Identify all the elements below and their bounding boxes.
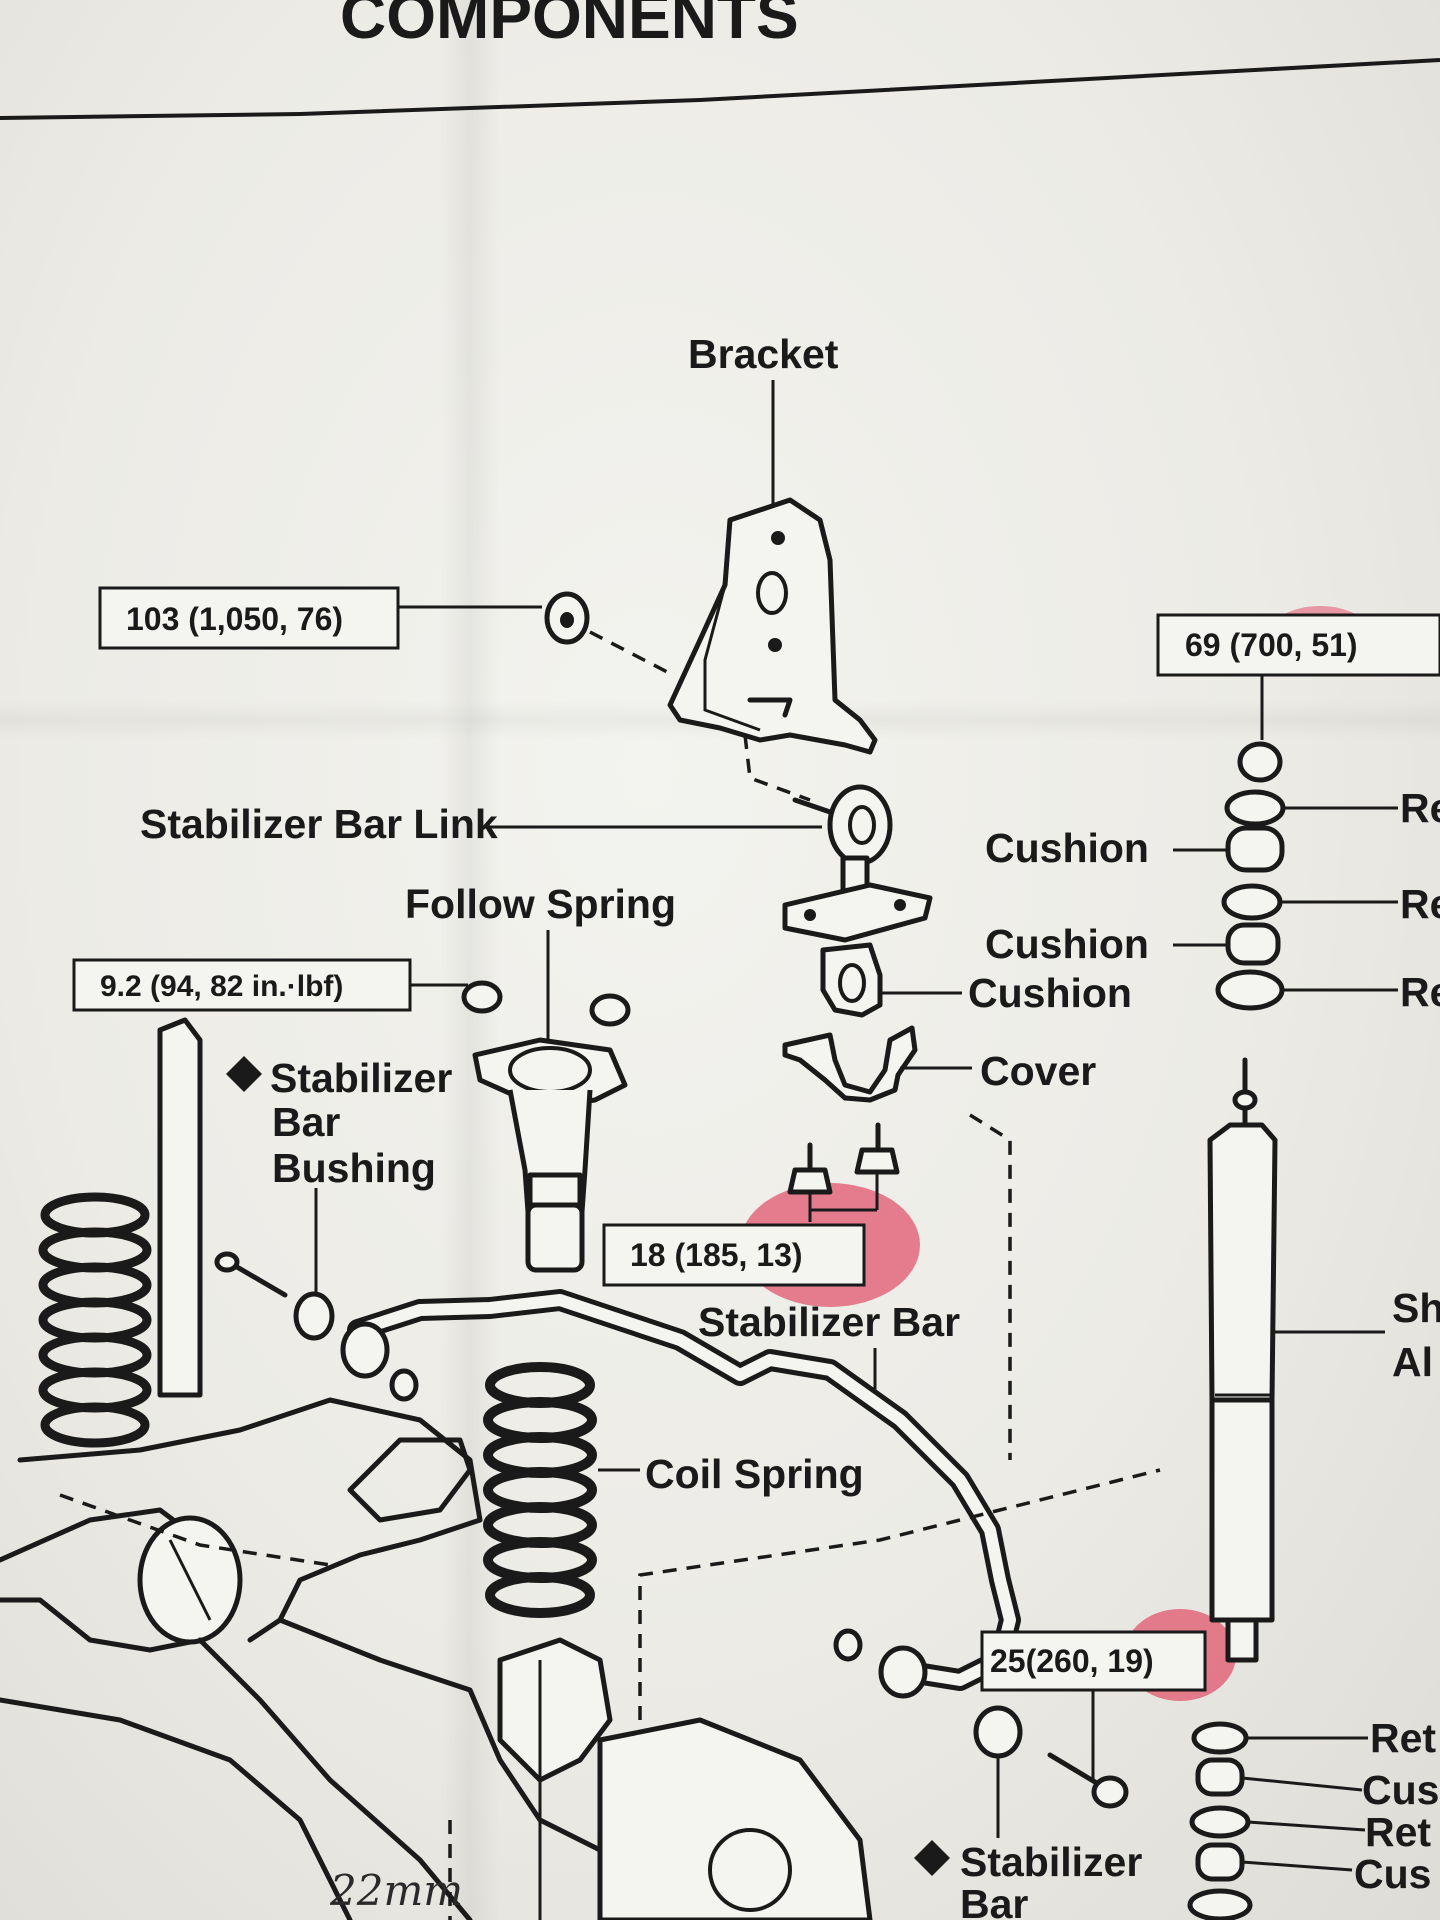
bracket-part (667, 497, 878, 755)
bushing-part (214, 1251, 419, 1402)
torque-box-9-2 (72, 958, 412, 1012)
shock-absorber-part (1207, 1057, 1278, 1663)
label-coil-spring: Coil Spring (645, 1451, 864, 1497)
follow-spring-part (472, 1037, 628, 1273)
dash-coil-to-shock (638, 1468, 1161, 1720)
label-ret-1: Ret (1370, 1715, 1436, 1761)
label-stabilizer-bar: Stabilizer Bar (698, 1299, 960, 1345)
label-shock-line2: Al (1392, 1339, 1433, 1385)
diamond-icon-bushing (226, 1056, 262, 1092)
label-re-3: Re (1400, 969, 1440, 1015)
follow-spring-nuts (461, 980, 631, 1027)
right-stack-parts (1215, 741, 1286, 1011)
torque-spec-25: 25(260, 19) (990, 1643, 1154, 1679)
dash-bracket-to-link (743, 734, 811, 802)
dash-axle-line (59, 1493, 331, 1567)
torque-box-18 (602, 1223, 866, 1287)
label-bottom-stabilizer-line2: Bar (960, 1881, 1028, 1920)
nut-103 (544, 591, 590, 645)
stabilizer-bar-part (340, 1289, 1021, 1699)
label-shock-line1: Sh (1392, 1285, 1440, 1331)
torque-spec-69: 69 (700, 51) (1185, 627, 1358, 663)
frame-axle-part (0, 1397, 873, 1920)
torque-box-103 (98, 586, 400, 650)
label-cushion-middle: Cushion (968, 970, 1132, 1016)
middle-cushion-part (820, 942, 883, 1018)
bottom-bushing-part (833, 1628, 1129, 1809)
stabilizer-bar-link-part (782, 784, 933, 943)
leader-cus-1 (1241, 1776, 1363, 1792)
left-shock-part (157, 1017, 203, 1398)
label-ret-2: Ret (1365, 1809, 1431, 1855)
cover-bolts (787, 1122, 900, 1222)
left-coil-spring-part (38, 1192, 152, 1448)
header-rule (0, 58, 1440, 120)
torque-box-69 (1156, 613, 1440, 677)
dash-cover-to-bar (969, 1113, 1012, 1460)
label-cushion-right-1: Cushion (985, 825, 1149, 871)
header-title: COMPONENTS (340, 0, 799, 52)
label-cushion-right-2: Cushion (985, 921, 1149, 967)
label-cover: Cover (980, 1048, 1096, 1094)
label-stabilizer-bar-link: Stabilizer Bar Link (140, 801, 498, 847)
torque-spec-103: 103 (1,050, 76) (126, 601, 343, 637)
label-re-2: Re (1400, 881, 1440, 927)
leader-ret-2 (1247, 1820, 1366, 1832)
diamond-icon-bottom (914, 1840, 950, 1876)
torque-spec-18: 18 (185, 13) (630, 1237, 803, 1273)
label-follow-spring: Follow Spring (405, 881, 676, 927)
label-bushing-line2: Bar (272, 1099, 340, 1145)
label-bracket: Bracket (688, 331, 839, 377)
label-re-1: Re (1400, 785, 1440, 831)
right-lower-stack-parts (1187, 1721, 1253, 1920)
cover-part (782, 1025, 918, 1103)
label-bushing-line3: Bushing (272, 1145, 436, 1191)
coil-spring-part (483, 1362, 597, 1618)
handwritten-note-22mm: 22mm (329, 1866, 463, 1915)
leader-cus-2 (1241, 1860, 1353, 1872)
torque-box-25 (980, 1630, 1207, 1692)
label-cus-1: Cus (1362, 1767, 1439, 1813)
torque-spec-9-2: 9.2 (94, 82 in.·lbf) (100, 970, 343, 1003)
label-bushing-line1: Stabilizer (270, 1055, 452, 1101)
label-cus-2: Cus (1354, 1851, 1431, 1897)
label-bottom-stabilizer-line1: Stabilizer (960, 1839, 1142, 1885)
dash-103-to-bracket (589, 630, 676, 678)
